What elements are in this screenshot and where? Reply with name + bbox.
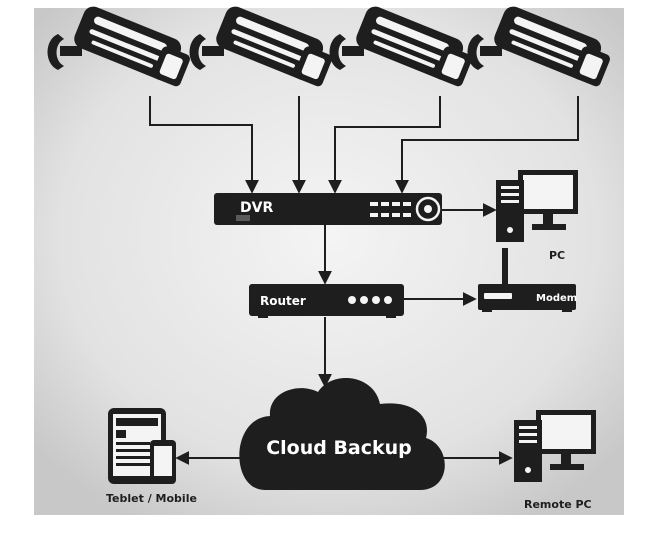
modem-node: Modem: [478, 248, 577, 312]
router-icon: [249, 284, 404, 316]
router-label: Router: [260, 294, 306, 308]
cloud-label: Cloud Backup: [266, 437, 412, 459]
pc-node: PC: [496, 170, 578, 262]
edge-camera-3-dvr: [328, 96, 441, 194]
modem-label: Modem: [536, 293, 577, 304]
edge-camera-4-dvr: [395, 96, 579, 194]
router-node: Router: [249, 284, 404, 318]
cloud-node: Cloud Backup: [239, 378, 445, 490]
remote-pc-label: Remote PC: [524, 498, 592, 511]
tablet-node: Teblet / Mobile: [106, 408, 197, 505]
pc-label: PC: [549, 249, 565, 262]
modem-icon: [478, 284, 576, 310]
edge-camera-1-dvr: [149, 96, 259, 194]
tablet-label: Teblet / Mobile: [106, 492, 197, 505]
dvr-device: DVR: [214, 193, 442, 225]
remote-pc-node: Remote PC: [514, 410, 596, 511]
dvr-label: DVR: [240, 200, 273, 216]
cloud-icon: [239, 378, 445, 490]
connectors: [149, 96, 579, 465]
antenna-icon: [502, 248, 508, 286]
